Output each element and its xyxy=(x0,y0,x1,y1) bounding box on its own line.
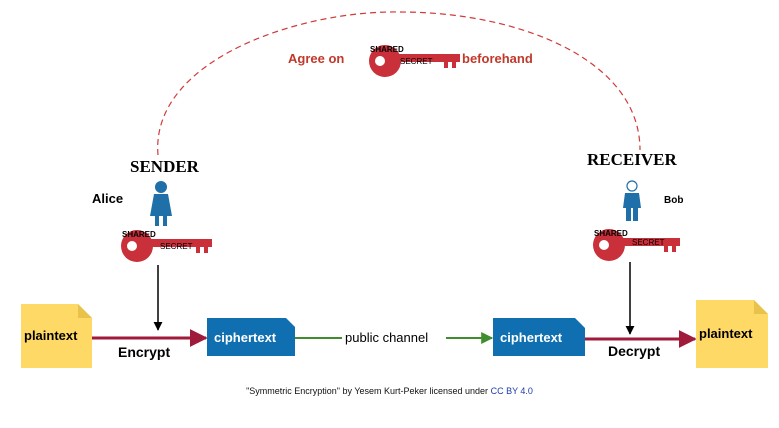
public-channel-label: public channel xyxy=(345,330,428,345)
key-shared-text: SHARED xyxy=(594,229,628,238)
key-icon: SHARED SECRET xyxy=(121,230,212,262)
ciphertext-document-right: ciphertext xyxy=(493,318,585,356)
agree-on-label: Agree on xyxy=(288,51,344,66)
key-icon: SHARED SECRET xyxy=(593,229,680,261)
receiver-title: RECEIVER xyxy=(587,150,677,169)
key-secret-text: SECRET xyxy=(160,242,193,251)
plaintext-right-label: plaintext xyxy=(699,326,753,341)
attribution-caption: "Symmetric Encryption" by Yesem Kurt-Pek… xyxy=(0,386,779,396)
alice-name: Alice xyxy=(92,191,123,206)
key-icon: SHARED SECRET xyxy=(369,45,460,77)
ciphertext-left-label: ciphertext xyxy=(214,330,277,345)
encrypt-label: Encrypt xyxy=(118,344,170,360)
bob-name: Bob xyxy=(664,195,683,206)
license-link[interactable]: CC BY 4.0 xyxy=(490,386,533,396)
key-shared-text: SHARED xyxy=(122,230,156,239)
person-icon xyxy=(623,180,641,221)
plaintext-document-right: plaintext xyxy=(696,300,768,368)
ciphertext-document-left: ciphertext xyxy=(207,318,295,356)
channel-label-bg xyxy=(342,328,446,346)
key-secret-text: SECRET xyxy=(400,57,433,66)
key-secret-text: SECRET xyxy=(632,238,665,247)
person-icon xyxy=(150,181,172,226)
beforehand-label: beforehand xyxy=(462,51,533,66)
sender-title: SENDER xyxy=(130,157,200,176)
key-shared-text: SHARED xyxy=(370,45,404,54)
shared-secret-arc xyxy=(157,11,641,156)
plaintext-document-left: plaintext xyxy=(21,304,92,368)
plaintext-left-label: plaintext xyxy=(24,328,78,343)
decrypt-label: Decrypt xyxy=(608,343,660,359)
attribution-text: "Symmetric Encryption" by Yesem Kurt-Pek… xyxy=(246,386,489,396)
ciphertext-right-label: ciphertext xyxy=(500,330,563,345)
